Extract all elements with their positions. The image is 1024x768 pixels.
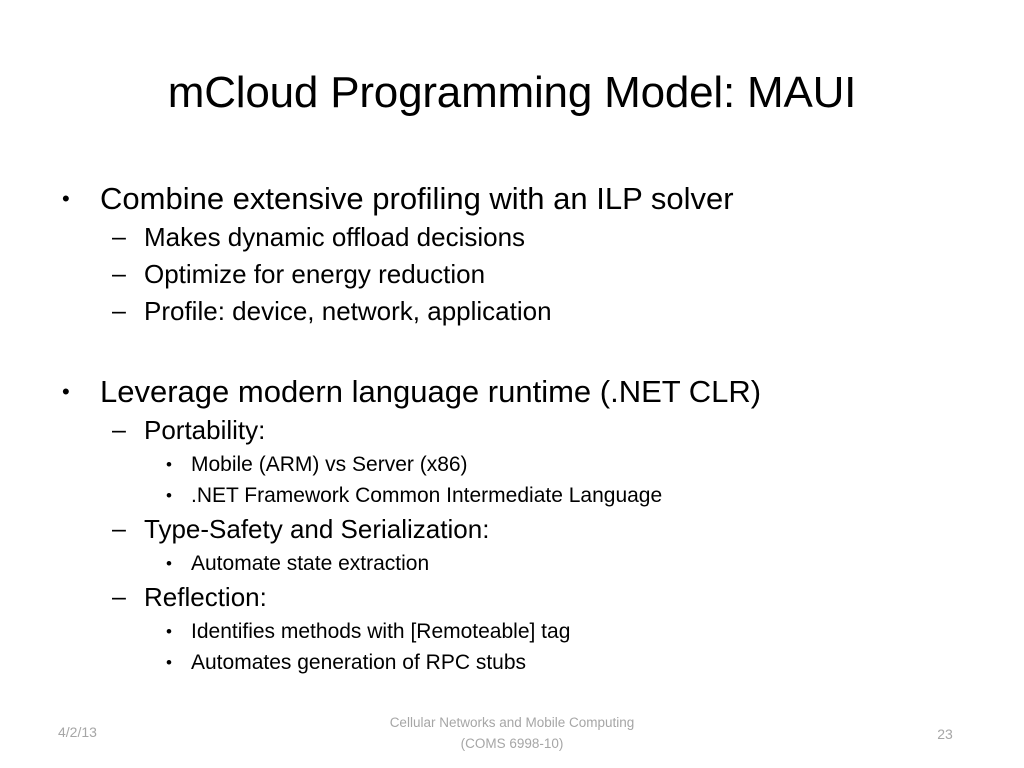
slide-body-content: • Combine extensive profiling with an ILP… <box>58 178 968 678</box>
bullet-spacer <box>58 330 968 371</box>
bullet-item-level-2: –Type-Safety and Serialization: <box>58 511 968 548</box>
bullet-marker-icon: • <box>62 186 70 211</box>
dash-marker-icon: – <box>112 583 126 611</box>
bullet-marker-icon: • <box>166 486 172 505</box>
bullet-marker-icon: • <box>62 379 70 404</box>
bullet-item-level-3: • Identifies methods with [Remoteable] ta… <box>58 616 968 647</box>
bullet-item-level-2: –Optimize for energy reduction <box>58 256 968 293</box>
bullet-text: Reflection: <box>144 582 267 612</box>
bullet-text: Makes dynamic offload decisions <box>144 222 526 252</box>
bullet-text: Mobile (ARM) vs Server (x86) <box>191 453 468 476</box>
footer-course-name: Cellular Networks and Mobile Computing <box>389 715 635 730</box>
bullet-item-level-2: –Reflection: <box>58 579 968 616</box>
bullet-marker-icon: • <box>166 554 172 573</box>
bullet-text: .NET Framework Common Intermediate Langu… <box>191 484 663 507</box>
bullet-item-level-2: –Profile: device, network, application <box>58 293 968 330</box>
dash-marker-icon: – <box>112 515 126 543</box>
footer-page-number: 23 <box>937 726 953 742</box>
bullet-text: Type-Safety and Serialization: <box>144 514 490 544</box>
bullet-item-level-3: • Automate state extraction <box>58 548 968 579</box>
bullet-item-level-3: • .NET Framework Common Intermediate Lang… <box>58 480 968 511</box>
bullet-marker-icon: • <box>166 653 172 672</box>
bullet-text: Profile: device, network, application <box>144 296 552 326</box>
bullet-item-level-1: • Combine extensive profiling with an ILP… <box>58 178 968 219</box>
footer-date: 4/2/13 <box>58 724 97 740</box>
bullet-marker-icon: • <box>166 455 172 474</box>
bullet-item-level-1: • Leverage modern language runtime (.NET … <box>58 371 968 412</box>
bullet-item-level-2: –Portability: <box>58 412 968 449</box>
bullet-text: Automates generation of RPC stubs <box>191 651 527 674</box>
dash-marker-icon: – <box>112 297 126 325</box>
bullet-marker-icon: • <box>166 622 172 641</box>
bullet-text: Automate state extraction <box>191 552 430 575</box>
bullet-text: Identifies methods with [Remoteable] tag <box>191 620 571 643</box>
dash-marker-icon: – <box>112 223 126 251</box>
slide-title: mCloud Programming Model: MAUI <box>167 68 857 117</box>
dash-marker-icon: – <box>112 416 126 444</box>
bullet-item-level-3: • Mobile (ARM) vs Server (x86) <box>58 449 968 480</box>
dash-marker-icon: – <box>112 260 126 288</box>
bullet-item-level-3: • Automates generation of RPC stubs <box>58 647 968 678</box>
bullet-item-level-2: –Makes dynamic offload decisions <box>58 219 968 256</box>
bullet-text: Portability: <box>144 415 266 445</box>
bullet-text: Leverage modern language runtime (.NET C… <box>100 374 762 409</box>
bullet-text: Combine extensive profiling with an ILP … <box>100 181 734 216</box>
footer-course-info: Cellular Networks and Mobile Computing (… <box>312 712 712 754</box>
bullet-text: Optimize for energy reduction <box>144 259 486 289</box>
footer-course-code: (COMS 6998-10) <box>460 736 564 751</box>
